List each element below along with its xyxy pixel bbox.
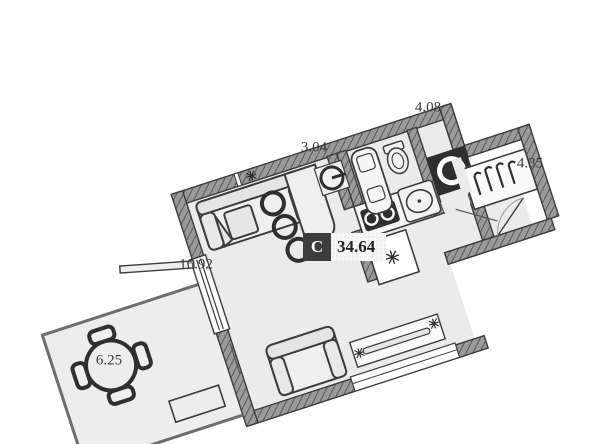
- leader-lines: [229, 208, 498, 375]
- terrace-step: [167, 384, 227, 424]
- window-south: [349, 342, 461, 393]
- armchair: [265, 325, 348, 397]
- label-living-room: 16.92: [179, 256, 213, 272]
- entry-door[interactable]: [489, 197, 532, 236]
- badge-letter: C: [311, 237, 323, 256]
- round-dining-table: [70, 324, 153, 406]
- label-bathroom: 4.08: [415, 99, 441, 115]
- interior-openings: [440, 157, 472, 213]
- door-swing-kitchen[interactable]: [313, 159, 351, 197]
- label-kitchen: 3.04: [301, 139, 328, 155]
- label-hallway: 4.35: [517, 155, 543, 171]
- label-terrace: 6.25: [96, 352, 122, 368]
- sliding-balcony-door[interactable]: [118, 240, 231, 356]
- area-labels: 16.92 3.04 4.08 4.35 6.25: [96, 99, 543, 368]
- plan-body: [40, 102, 560, 444]
- window-north: [233, 170, 257, 188]
- badge-total-area: 34.64: [337, 237, 376, 256]
- terrace-railing: [40, 282, 244, 444]
- radiator: [348, 313, 447, 369]
- status-badge: C 34.64: [303, 233, 386, 261]
- kitchen-sink: [397, 179, 442, 223]
